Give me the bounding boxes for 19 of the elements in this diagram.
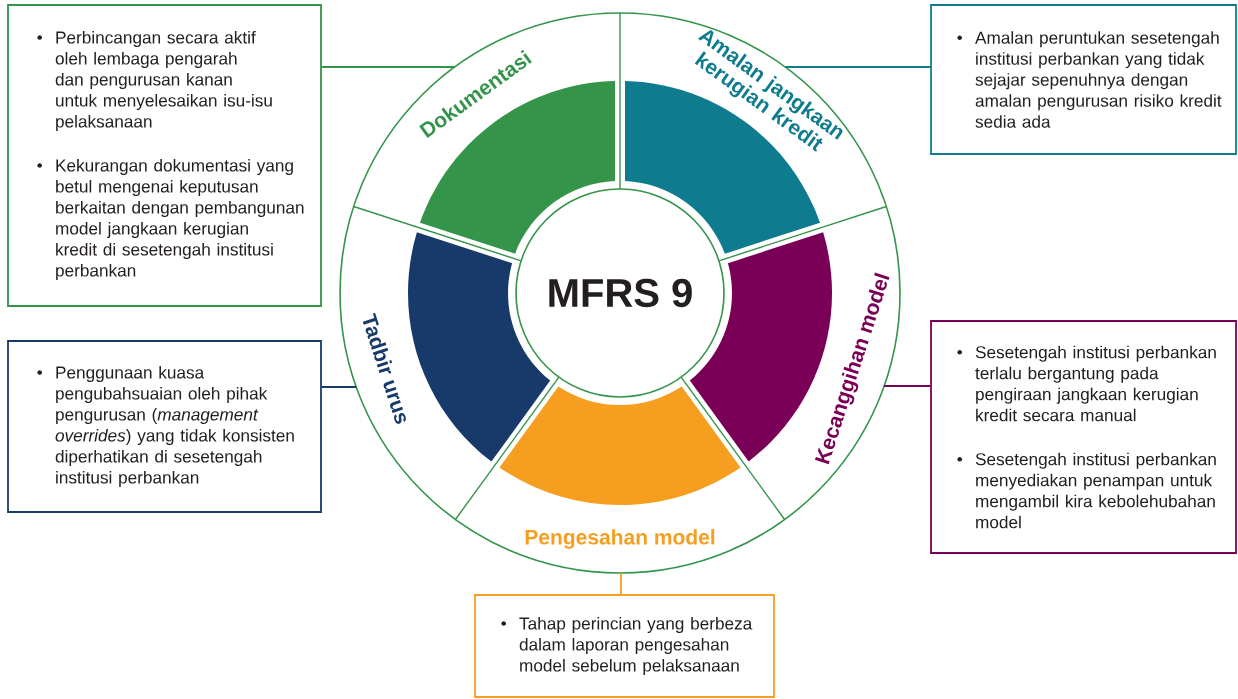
bullet-text: Perbincangan secara aktif oleh lembaga pengarah dan pengurusan kanan untuk menyelesaikan isu-isu pelaksanaan bbox=[55, 30, 272, 131]
connector-line bbox=[784, 66, 931, 68]
bullet-text: Tahap perincian yang berbeza dalam laporan pengesahan model sebelum pelaksanaan bbox=[519, 617, 753, 675]
connector-line bbox=[883, 385, 931, 387]
bullet-text: Amalan peruntukan sesetengah institusi perbankan yang tidak sejajar sepenuhnya dengan amalan pengurusan risiko kredit sedia ada bbox=[975, 31, 1222, 128]
segment-label: Pengesahan model bbox=[525, 529, 715, 549]
bullet-text: Sesetengah institusi perbankan terlalu bergantung pada pengiraan jangkaan kerugian kredit secara manual bbox=[975, 345, 1216, 422]
bullet-text: Penggunaan kuasa pengubahsuaian oleh pihak pengurusan (management overrides) yang tidak konsisten diperhatikan di sesetengah institusi perbankan bbox=[55, 365, 294, 487]
bullet-text: Kekurangan dokumentasi yang betul mengenai keputusan berkaitan dengan pembangunan model jangkaan kerugian kredit di sesetengah institusi perbankan bbox=[56, 158, 304, 280]
connector-line bbox=[321, 66, 456, 68]
callout-box bbox=[930, 320, 1237, 554]
callout-box bbox=[474, 594, 775, 698]
callout-box bbox=[930, 4, 1237, 155]
bullet-text: Sesetengah institusi perbankan menyediakan penampan untuk mengambil kira kebolehubahan model bbox=[975, 452, 1216, 529]
callout-box bbox=[7, 340, 322, 513]
connector-line bbox=[321, 386, 358, 388]
callout-box bbox=[7, 4, 322, 307]
connector-line bbox=[620, 572, 622, 595]
segment-label: Tadbir urus bbox=[362, 312, 406, 424]
